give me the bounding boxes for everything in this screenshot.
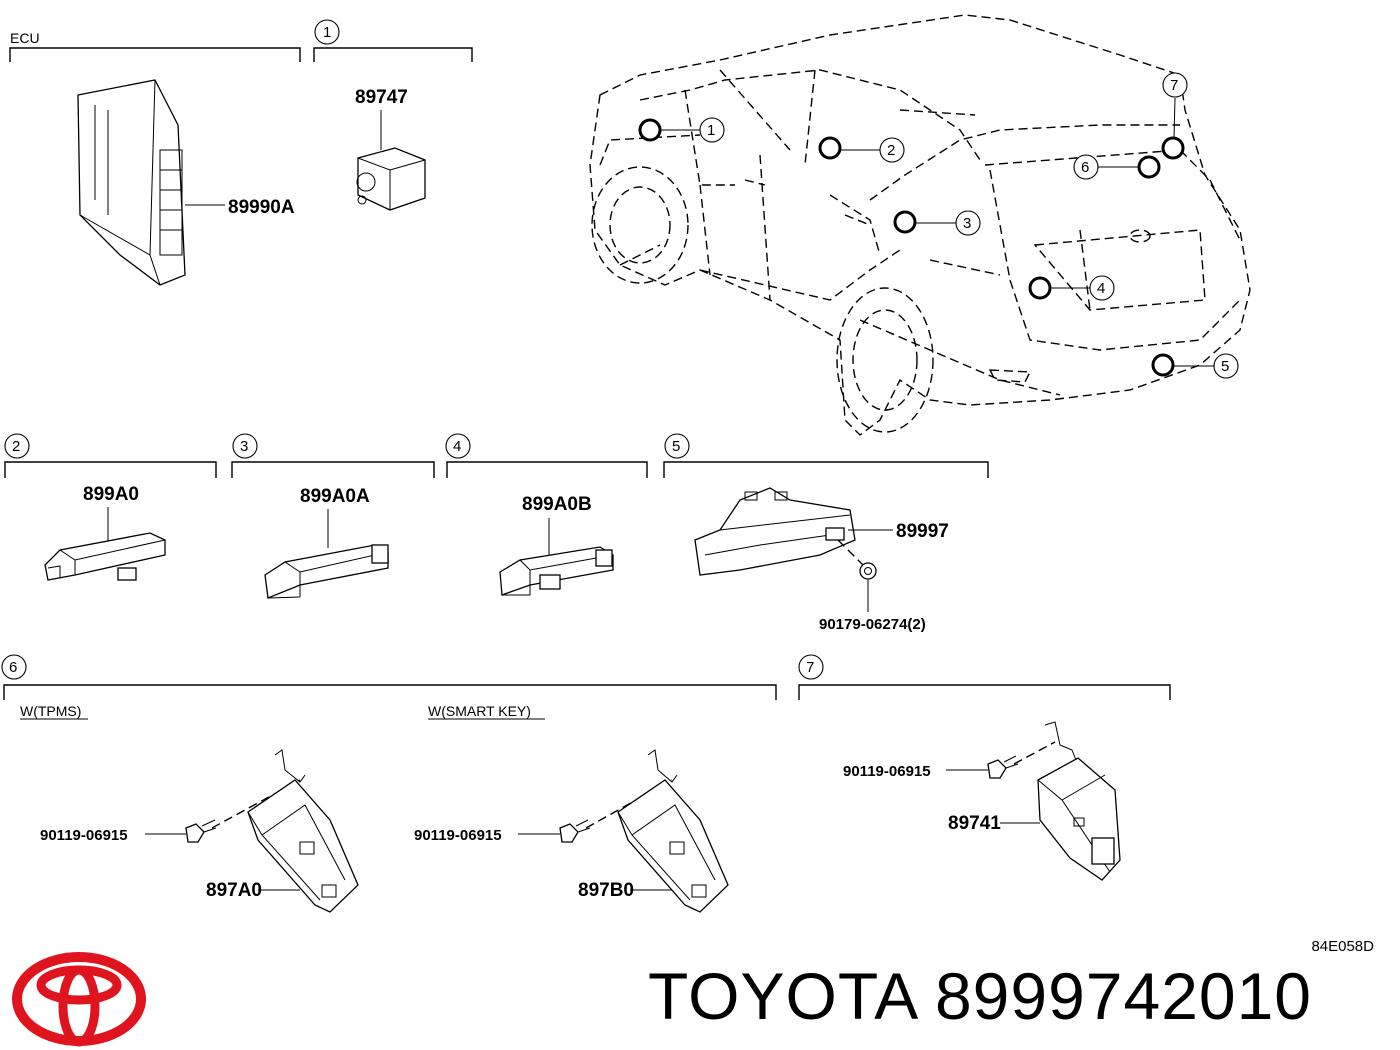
part-number-89997: 89997: [896, 521, 949, 542]
section-1-marker: 1: [323, 24, 331, 41]
section-6: 6 W(TPMS) W(SMART KEY) 90119-06915 897A0…: [1, 654, 777, 913]
section-5: 5 89997 90179-06274(2): [663, 433, 989, 633]
vehicle-callout-2: 2: [887, 142, 895, 159]
part-number-90119-06915-section7: 90119-06915: [843, 763, 931, 780]
section-6-marker: 6: [9, 659, 17, 676]
part-number-899A0: 899A0: [83, 484, 139, 505]
variant-smart-key-label: W(SMART KEY): [428, 703, 531, 719]
brand-part-number: TOYOTA 8999742010: [648, 959, 1313, 1033]
part-number-90119-06915-tpms: 90119-06915: [40, 827, 128, 844]
vehicle-callout-5: 5: [1221, 358, 1229, 375]
section-2: 2 899A0: [4, 433, 217, 581]
vehicle-callout-7: 7: [1170, 77, 1178, 94]
variant-tpms-label: W(TPMS): [20, 703, 81, 719]
section-7: 7 90119-06915 89741: [798, 654, 1171, 881]
part-number-897A0: 897A0: [206, 880, 262, 901]
receiver-897A0-drawing: [247, 749, 359, 913]
section-7-marker: 7: [806, 659, 814, 676]
diagram-code: 84E058D: [1311, 938, 1374, 955]
bracket-89997-drawing: [694, 487, 856, 576]
section-3: 3 899A0A: [231, 433, 435, 599]
nut-drawing: [859, 562, 877, 580]
section-2-marker: 2: [12, 438, 20, 455]
ecu-module-drawing: [77, 79, 225, 286]
part-number-899A0A: 899A0A: [300, 486, 370, 507]
part-number-89741: 89741: [948, 813, 1001, 834]
sensor-89747-drawing: [356, 147, 426, 211]
ecu-section: ECU 89990A: [9, 30, 301, 286]
vehicle-callout-3: 3: [963, 215, 971, 232]
antenna-899A0-drawing: [44, 532, 166, 581]
section-4-marker: 4: [453, 438, 461, 455]
section-3-marker: 3: [240, 438, 248, 455]
bolt-smart-key-drawing: [559, 819, 591, 843]
ecu-section-label: ECU: [10, 30, 40, 46]
toyota-logo: [12, 952, 146, 1047]
vehicle-callout-1: 1: [707, 122, 715, 139]
vehicle-callout-4: 4: [1097, 280, 1105, 297]
section-4: 4 899A0B: [445, 433, 648, 596]
part-number-90119-06915-smart-key: 90119-06915: [414, 827, 502, 844]
module-89741-drawing: [1037, 721, 1121, 881]
part-number-89990A: 89990A: [228, 197, 295, 218]
bolt-section7-drawing: [987, 755, 1019, 779]
part-number-897B0: 897B0: [578, 880, 634, 901]
part-number-89747: 89747: [355, 87, 408, 108]
bolt-tpms-drawing: [185, 819, 217, 843]
antenna-899A0B-drawing: [499, 546, 614, 596]
part-number-90179-06274: 90179-06274(2): [819, 616, 926, 633]
part-number-899A0B: 899A0B: [522, 494, 592, 515]
section-1: 1 89747: [313, 19, 473, 211]
vehicle-callout-6: 6: [1081, 159, 1089, 176]
receiver-897B0-drawing: [617, 749, 729, 913]
section-5-marker: 5: [672, 438, 680, 455]
vehicle-drawing: 1 2 3 4 5 6 7: [589, 14, 1251, 436]
antenna-899A0A-drawing: [264, 544, 389, 599]
